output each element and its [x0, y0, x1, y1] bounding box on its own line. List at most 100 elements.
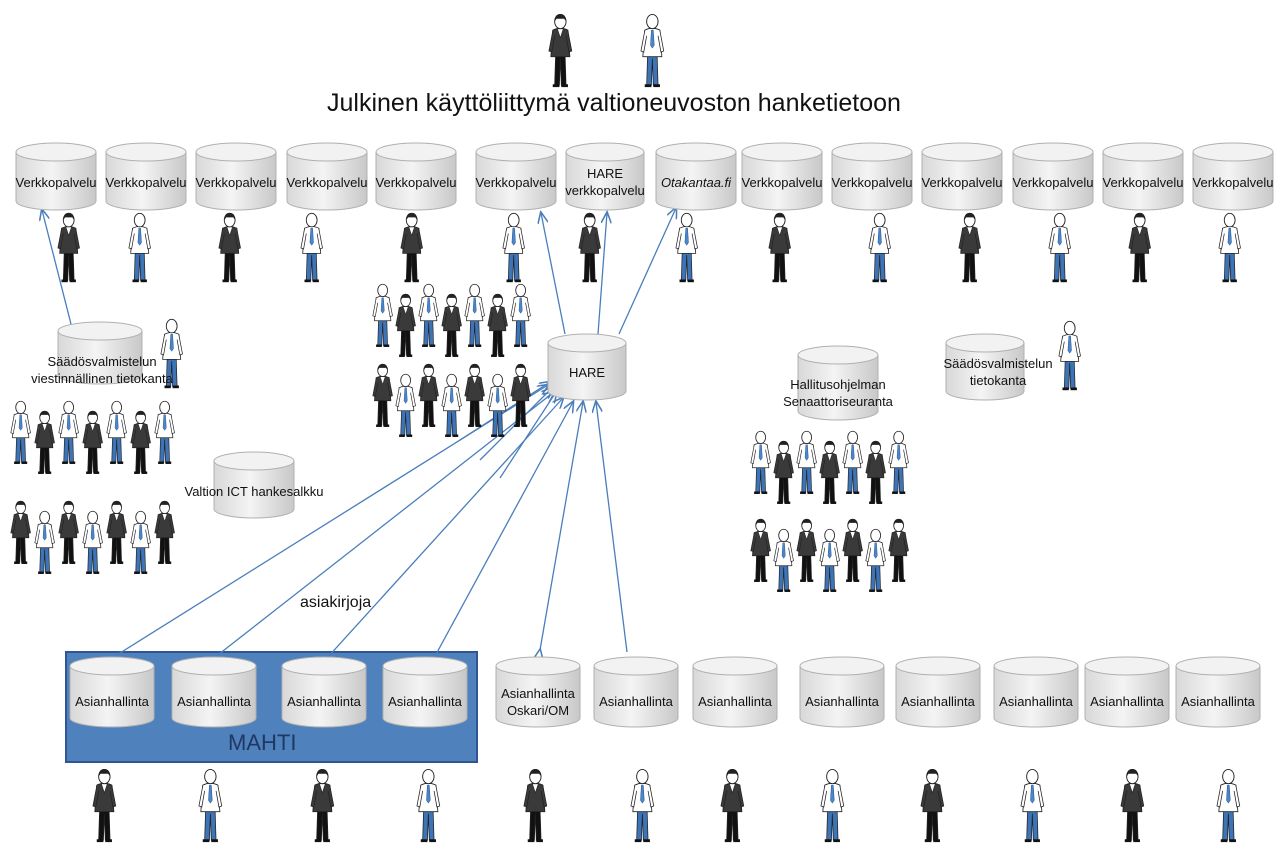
top-service-label: Verkkopalvelu	[15, 174, 97, 190]
bottom-system-cylinder	[593, 656, 679, 728]
crowd-person	[34, 410, 55, 474]
person-figure	[1218, 212, 1241, 283]
bottom-system-label: Asianhallinta	[75, 693, 149, 709]
bottom-system-cylinder	[1084, 656, 1170, 728]
database-cylinders	[15, 142, 1274, 728]
top-service-label: HARE verkkopalvelu	[565, 166, 645, 198]
person-figure	[198, 768, 223, 843]
crowd-person	[82, 410, 103, 474]
bottom-system-cylinder	[495, 656, 581, 728]
person-figure	[768, 212, 791, 283]
person-figure	[523, 768, 548, 843]
crowd-person	[154, 500, 175, 564]
valtion-ict-cylinder	[213, 451, 295, 519]
crowd-person	[865, 440, 886, 504]
person-figure	[128, 212, 151, 283]
person-figure	[675, 212, 698, 283]
hare-cylinder	[547, 333, 627, 401]
top-service-cylinder	[741, 142, 823, 211]
connection-lines	[42, 208, 676, 658]
top-service-cylinder	[286, 142, 368, 211]
crowd-person	[464, 363, 485, 427]
person-figure	[502, 212, 525, 283]
arrow-asianhallinta-2-to-hare	[213, 392, 554, 659]
person-figure	[92, 768, 117, 843]
arrow-oskari-hare	[540, 402, 583, 650]
bottom-system-label: Asianhallinta	[805, 693, 879, 709]
person-figure	[57, 212, 80, 283]
hallitusohjelman-label: Hallitusohjelman Senaattoriseuranta	[783, 377, 893, 409]
edge-label-asiakirjoja: asiakirjoja	[300, 594, 372, 611]
top-service-label: Otakantaa.fi	[660, 174, 732, 190]
mahti-label: MAHTI	[228, 730, 297, 755]
valtion-ict-label: Valtion ICT hankesalkku	[184, 483, 324, 499]
arrow-hare-to-verkkopalvelu	[541, 213, 566, 335]
bottom-system-cylinder	[281, 656, 367, 728]
top-service-label: Verkkopalvelu	[195, 174, 277, 190]
hare-label: HARE	[568, 364, 606, 380]
person-figure	[1216, 768, 1241, 843]
crowd-person	[154, 400, 175, 464]
crowd-person	[106, 500, 127, 564]
crowd-person	[395, 373, 416, 437]
top-service-cylinder	[831, 142, 913, 211]
crowd-person	[10, 400, 31, 464]
crowd-person	[842, 430, 863, 494]
saadosvalmistelun-tietokanta-label: Säädösvalmistelun tietokanta	[943, 356, 1053, 388]
arrow-crowd-to-hare	[499, 392, 556, 479]
crowd-person	[773, 440, 794, 504]
arrow-db-to-verkkopalvelu	[42, 210, 73, 329]
top-service-label: Verkkopalvelu	[831, 174, 913, 190]
person-figure	[958, 212, 981, 283]
arrow-asianhallinta-6-to-hare	[596, 402, 628, 653]
crowd-person	[510, 363, 531, 427]
bottom-system-label: Asianhallinta	[388, 693, 462, 709]
bottom-system-label: Asianhallinta	[999, 693, 1073, 709]
person-figure	[1020, 768, 1045, 843]
crowd-person	[773, 528, 794, 592]
bottom-system-label: Asianhallinta	[599, 693, 673, 709]
crowd-person	[487, 293, 508, 357]
crowd-person	[842, 518, 863, 582]
person-figure	[218, 212, 241, 283]
crowd-person	[750, 518, 771, 582]
crowd-person	[441, 373, 462, 437]
saadosvalmistelun-viestinnallinen-label: Säädösvalmistelun viestinnällinen tietok…	[31, 354, 173, 386]
person-figure	[416, 768, 441, 843]
top-service-label: Verkkopalvelu	[1012, 174, 1094, 190]
crowd-person	[487, 373, 508, 437]
top-service-label: Verkkopalvelu	[741, 174, 823, 190]
bottom-system-cylinder	[993, 656, 1079, 728]
arrow-asianhallinta-4-to-hare	[433, 402, 573, 659]
top-service-label: Verkkopalvelu	[105, 174, 187, 190]
top-service-cylinder	[655, 142, 737, 211]
bottom-system-cylinder	[895, 656, 981, 728]
crowd-person	[750, 430, 771, 494]
page-title: Julkinen käyttöliittymä valtioneuvoston …	[327, 89, 901, 117]
arrow-hare-to-hare-verkkopalvelu	[597, 213, 607, 335]
top-service-label: Verkkopalvelu	[1192, 174, 1274, 190]
saadosvalmistelun-viestinnallinen-cylinder	[57, 321, 143, 385]
person-figure	[548, 13, 573, 88]
person-figure	[640, 13, 665, 88]
top-service-label: Verkkopalvelu	[475, 174, 557, 190]
crowd-person	[888, 518, 909, 582]
top-service-label: Verkkopalvelu	[286, 174, 368, 190]
crowd-person	[82, 510, 103, 574]
crowd-person	[418, 283, 439, 347]
person-figure	[1048, 212, 1071, 283]
person-figure	[1058, 320, 1081, 391]
crowd-person	[796, 518, 817, 582]
top-service-cylinder	[15, 142, 97, 211]
person-figure	[1128, 212, 1151, 283]
crowd-person	[372, 283, 393, 347]
top-service-label: Verkkopalvelu	[1102, 174, 1184, 190]
person-figure	[160, 318, 183, 389]
hallitusohjelman-cylinder	[797, 345, 879, 421]
person-figure	[1120, 768, 1145, 843]
crowd-person	[58, 400, 79, 464]
crowd-person	[865, 528, 886, 592]
top-service-cylinder	[105, 142, 187, 211]
crowd-person	[130, 410, 151, 474]
person-figure	[630, 768, 655, 843]
